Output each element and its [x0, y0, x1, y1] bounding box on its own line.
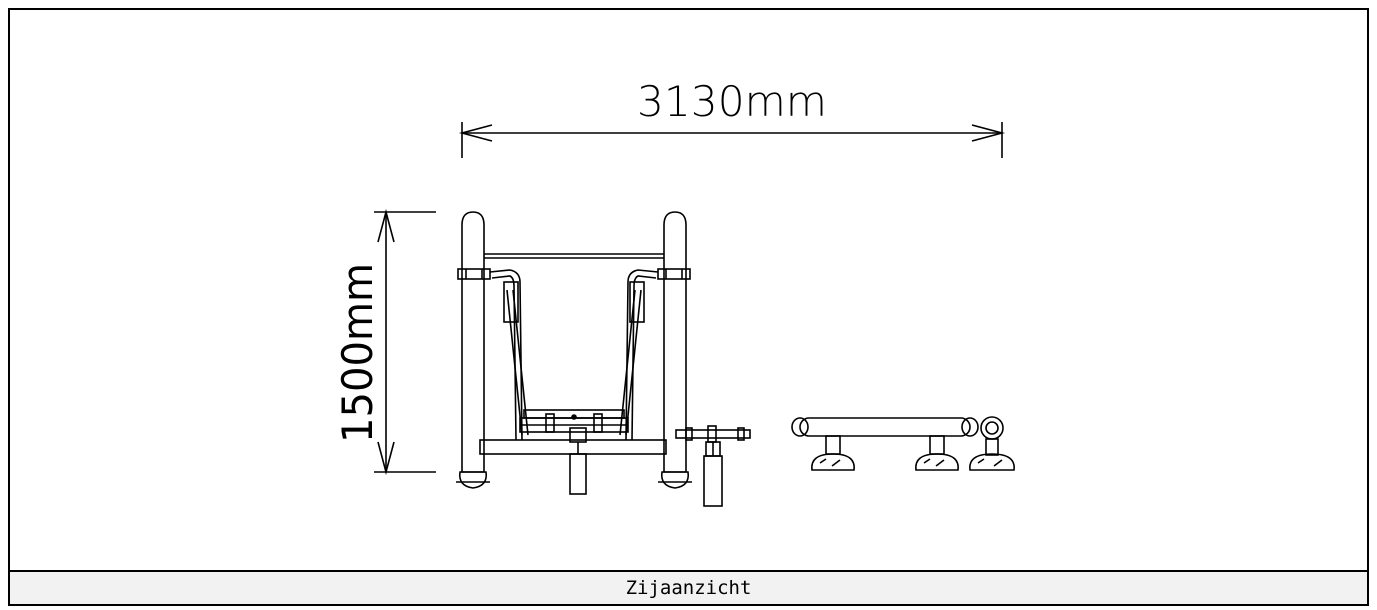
- technical-drawing: 3130mm 1500mm: [333, 77, 1015, 507]
- drawing-frame: 3130mm 1500mm Zijaanzicht: [8, 8, 1369, 606]
- height-dimension-line: [374, 208, 436, 476]
- swing-arms: [489, 269, 659, 495]
- view-caption: Zijaanzicht: [625, 577, 752, 599]
- height-dimension-label: 1500mm: [333, 263, 382, 443]
- caption-bar: Zijaanzicht: [10, 570, 1367, 604]
- handle-unit: [675, 425, 751, 507]
- main-frame: [456, 211, 692, 489]
- width-dimension-label: 3130mm: [637, 77, 827, 126]
- bench: [791, 417, 979, 471]
- bench-end-view: [969, 416, 1015, 471]
- width-dimension-line: [458, 122, 1006, 158]
